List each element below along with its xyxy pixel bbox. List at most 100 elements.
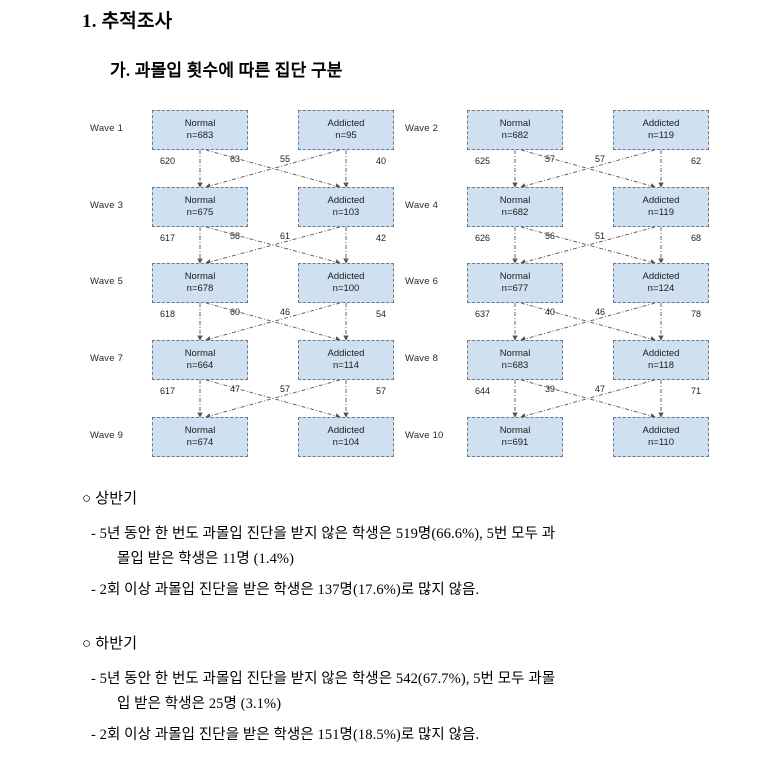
node-type-label: Normal xyxy=(184,270,216,282)
findings-heading: ○ 하반기 xyxy=(82,636,138,652)
node-type-label: Normal xyxy=(184,424,216,436)
findings-heading: ○ 상반기 xyxy=(82,491,138,507)
transition-count-na: 58 xyxy=(230,231,241,241)
transition-count-aa: 40 xyxy=(376,156,387,166)
findings-item-line2: 입 받은 학생은 25명 (3.1%) xyxy=(117,696,282,712)
transition-count-na: 60 xyxy=(230,307,241,317)
node-count: n=664 xyxy=(186,360,214,371)
transition-count-an: 47 xyxy=(595,384,606,394)
transition-count-an: 46 xyxy=(280,307,291,317)
node-type-label: Normal xyxy=(184,347,216,359)
transition-count-na: 39 xyxy=(545,384,556,394)
node-count: n=95 xyxy=(335,130,357,141)
transition-count-nn: 644 xyxy=(475,386,491,396)
node-type-label: Normal xyxy=(499,424,531,436)
transition-count-an: 55 xyxy=(280,154,291,164)
findings-first-half: ○ 상반기 - 5년 동안 한 번도 과몰입 진단을 받지 않은 학생은 519명… xyxy=(82,487,722,609)
wave-label: Wave 3 xyxy=(90,200,124,211)
wave-label: Wave 9 xyxy=(90,430,124,441)
node-count: n=124 xyxy=(647,283,675,294)
transition-count-nn: 617 xyxy=(160,386,176,396)
node-type-label: Addicted xyxy=(642,194,680,206)
transition-count-nn: 637 xyxy=(475,309,491,319)
node-count: n=119 xyxy=(648,130,674,141)
node-type-label: Normal xyxy=(499,117,531,129)
wave-label: Wave 2 xyxy=(405,123,439,134)
node-count: n=114 xyxy=(333,360,359,371)
node-count: n=118 xyxy=(648,360,674,371)
transition-count-nn: 625 xyxy=(475,156,491,166)
wave-label: Wave 1 xyxy=(90,123,124,134)
transition-count-nn: 620 xyxy=(160,156,176,166)
node-type-label: Addicted xyxy=(327,424,365,436)
node-type-label: Addicted xyxy=(327,347,365,359)
node-type-label: Addicted xyxy=(327,270,365,282)
wave-label: Wave 6 xyxy=(405,276,439,287)
transition-count-an: 51 xyxy=(595,231,606,241)
transition-count-nn: 626 xyxy=(475,233,491,243)
findings-item: - 5년 동안 한 번도 과몰입 진단을 받지 않은 학생은 519명(66.6… xyxy=(82,522,722,572)
node-count: n=675 xyxy=(186,207,214,218)
node-count: n=678 xyxy=(186,283,214,294)
node-type-label: Normal xyxy=(499,347,531,359)
transition-count-an: 57 xyxy=(595,154,606,164)
findings-item: - 5년 동안 한 번도 과몰입 진단을 받지 않은 학생은 542(67.7%… xyxy=(82,667,722,717)
findings-item-line2: 몰입 받은 학생은 11명 (1.4%) xyxy=(117,551,295,567)
findings-item-line1: - 5년 동안 한 번도 과몰입 진단을 받지 않은 학생은 519명(66.6… xyxy=(91,526,556,542)
transition-count-aa: 62 xyxy=(691,156,702,166)
node-type-label: Addicted xyxy=(642,347,680,359)
transition-count-aa: 54 xyxy=(376,309,387,319)
node-type-label: Normal xyxy=(184,194,216,206)
findings-item-line1: - 2회 이상 과몰입 진단을 받은 학생은 151명(18.5%)로 많지 않… xyxy=(91,727,480,743)
subsection-title: 가. 과몰입 횟수에 따른 집단 구분 xyxy=(110,61,343,80)
transition-count-nn: 617 xyxy=(160,233,176,243)
page-title: 1. 추적조사 xyxy=(82,11,173,32)
node-count: n=103 xyxy=(332,207,360,218)
findings-item-line1: - 2회 이상 과몰입 진단을 받은 학생은 137명(17.6%)로 많지 않… xyxy=(91,582,480,598)
node-count: n=683 xyxy=(501,360,529,371)
node-count: n=119 xyxy=(648,207,674,218)
transition-count-aa: 78 xyxy=(691,309,702,319)
transition-count-na: 57 xyxy=(545,154,556,164)
findings-second-half: ○ 하반기 - 5년 동안 한 번도 과몰입 진단을 받지 않은 학생은 542(… xyxy=(82,632,722,754)
wave-label: Wave 8 xyxy=(405,353,439,364)
node-type-label: Normal xyxy=(499,194,531,206)
transition-count-an: 46 xyxy=(595,307,606,317)
transition-count-aa: 57 xyxy=(376,386,387,396)
transition-count-aa: 68 xyxy=(691,233,702,243)
node-type-label: Normal xyxy=(499,270,531,282)
wave-label: Wave 10 xyxy=(405,430,444,441)
wave-label: Wave 5 xyxy=(90,276,124,287)
findings-item: - 2회 이상 과몰입 진단을 받은 학생은 151명(18.5%)로 많지 않… xyxy=(82,723,722,748)
node-type-label: Addicted xyxy=(642,117,680,129)
node-count: n=674 xyxy=(186,437,214,448)
node-count: n=100 xyxy=(332,283,360,294)
transition-count-na: 40 xyxy=(545,307,556,317)
transition-count-na: 47 xyxy=(230,384,241,394)
node-type-label: Addicted xyxy=(327,117,365,129)
node-type-label: Addicted xyxy=(327,194,365,206)
node-type-label: Addicted xyxy=(642,270,680,282)
transition-count-nn: 618 xyxy=(160,309,176,319)
transition-count-aa: 42 xyxy=(376,233,387,243)
node-count: n=110 xyxy=(648,437,674,448)
node-type-label: Normal xyxy=(184,117,216,129)
